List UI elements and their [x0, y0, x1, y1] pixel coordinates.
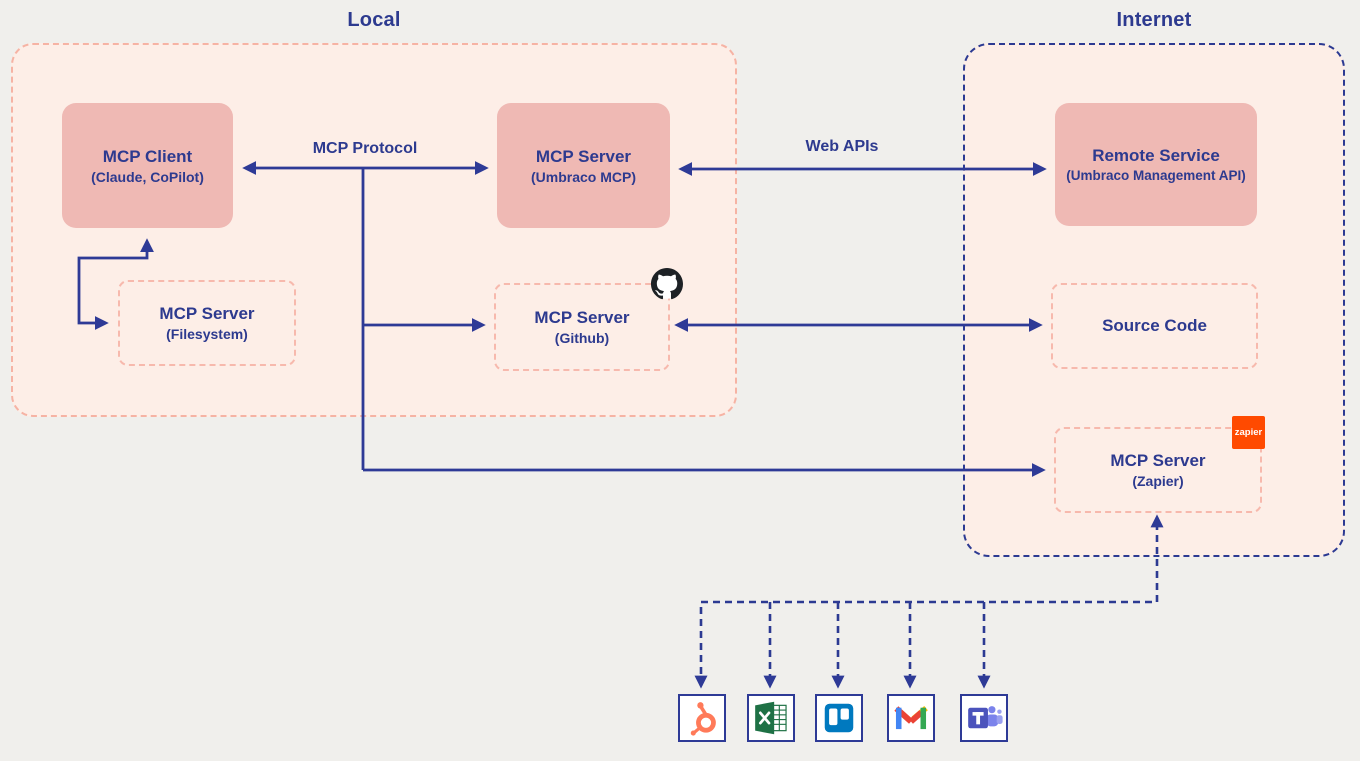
github-icon [651, 268, 683, 300]
node-source-code: Source Code [1051, 283, 1258, 369]
zapier-icon: zapier [1232, 416, 1265, 449]
trello-icon [815, 694, 863, 742]
node-title: MCP Server [534, 308, 630, 327]
gmail-icon [887, 694, 935, 742]
local-section-title: Local [347, 9, 401, 31]
node-subtitle: (Github) [554, 330, 610, 346]
node-subtitle: (Umbraco MCP) [530, 168, 636, 185]
node-mcp-server-umbraco: MCP Server (Umbraco MCP) [497, 103, 670, 228]
node-title: MCP Client [102, 146, 193, 166]
node-title: MCP Server [159, 304, 255, 323]
node-subtitle: (Claude, CoPilot) [91, 168, 204, 185]
node-mcp-client: MCP Client (Claude, CoPilot) [62, 103, 233, 228]
node-subtitle: (Umbraco Management API) [1066, 167, 1246, 183]
node-title: MCP Server [535, 146, 632, 166]
node-title: MCP Server [1110, 451, 1206, 470]
hubspot-icon [678, 694, 726, 742]
zapier-wordmark: zapier [1234, 427, 1263, 438]
node-remote-service: Remote Service (Umbraco Management API) [1055, 103, 1257, 226]
teams-icon [960, 694, 1008, 742]
mcp-protocol-label: MCP Protocol [312, 140, 418, 157]
node-mcp-server-filesystem: MCP Server (Filesystem) [118, 280, 296, 366]
node-mcp-server-zapier: MCP Server (Zapier) [1054, 427, 1262, 513]
node-subtitle: (Zapier) [1132, 473, 1184, 489]
node-title: Source Code [1102, 316, 1207, 335]
node-mcp-server-github: MCP Server (Github) [494, 283, 670, 371]
web-apis-label: Web APIs [805, 138, 879, 155]
node-title: Remote Service [1092, 145, 1220, 165]
node-subtitle: (Filesystem) [166, 326, 248, 342]
excel-icon [747, 694, 795, 742]
internet-section-title: Internet [1116, 9, 1192, 31]
